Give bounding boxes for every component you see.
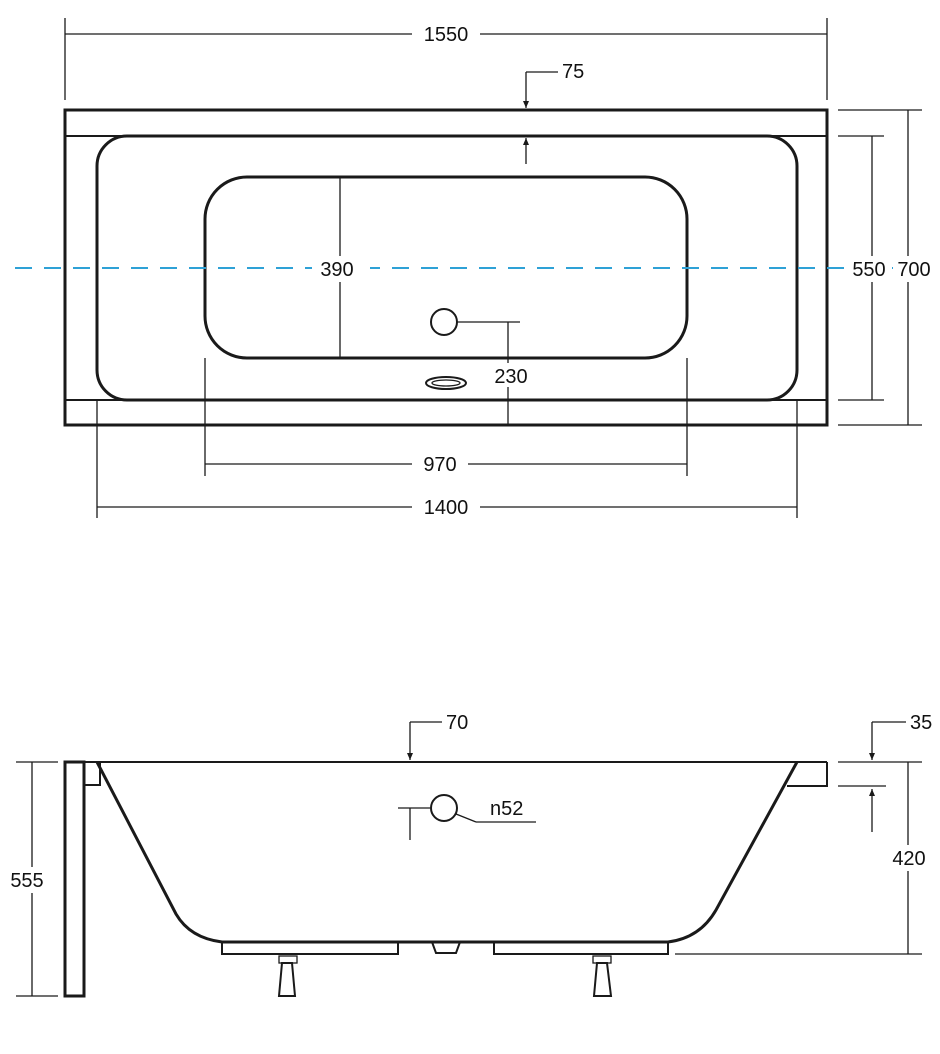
dim-label-overall-length: 1550 — [424, 24, 469, 46]
dim-label-inner-width: 550 — [852, 259, 885, 281]
front-panel — [63, 760, 86, 998]
dim-label-basin-length: 970 — [423, 454, 456, 476]
dim-overall-length: 1550 — [64, 18, 828, 100]
overflow-slot-inner-icon — [431, 379, 461, 387]
dim-rim-thickness: 70 — [407, 712, 468, 760]
dim-label-depth: 420 — [892, 848, 925, 870]
top-view: 1550 75 390 230 550 — [15, 18, 936, 520]
overflow-slot-icon — [425, 376, 467, 390]
dim-label-rim-thickness: 70 — [446, 712, 468, 734]
overflow-hole-icon — [430, 794, 458, 822]
right-ledge — [787, 762, 828, 787]
leg-left — [277, 955, 298, 997]
dim-overall-width: 700 — [838, 109, 936, 426]
dim-inner-length: 1400 — [96, 400, 798, 520]
dim-depth: 420 — [675, 762, 936, 955]
dim-rim-width: 75 — [523, 61, 584, 164]
side-view: n52 70 35 420 555 — [4, 712, 936, 998]
dim-label-drain-offset: 230 — [494, 366, 527, 388]
dim-label-ledge-thickness: 35 — [910, 712, 932, 734]
inner-basin-outline — [95, 134, 799, 402]
dim-label-inner-length: 1400 — [424, 497, 469, 519]
base-plate-right — [493, 942, 669, 955]
dim-drain-offset: 230 — [457, 321, 536, 425]
overflow-leader — [455, 813, 477, 823]
dim-label-rim-width: 75 — [562, 61, 584, 83]
drain-outlet — [431, 941, 461, 954]
base-plate-left — [221, 942, 399, 955]
dim-label-overflow-diameter: n52 — [490, 798, 523, 820]
dim-total-height: 555 — [4, 761, 58, 997]
dim-inner-width: 550 — [838, 135, 892, 401]
leg-right — [592, 955, 613, 997]
tub-body-profile — [95, 761, 799, 944]
dim-basin-length: 970 — [204, 358, 688, 477]
dim-label-overall-width: 700 — [897, 259, 930, 281]
drain-icon — [430, 308, 458, 336]
dim-ledge-thickness: 35 — [838, 712, 932, 832]
dim-label-total-height: 555 — [10, 870, 43, 892]
dim-basin-width: 390 — [312, 177, 370, 358]
dim-label-basin-width: 390 — [320, 259, 353, 281]
